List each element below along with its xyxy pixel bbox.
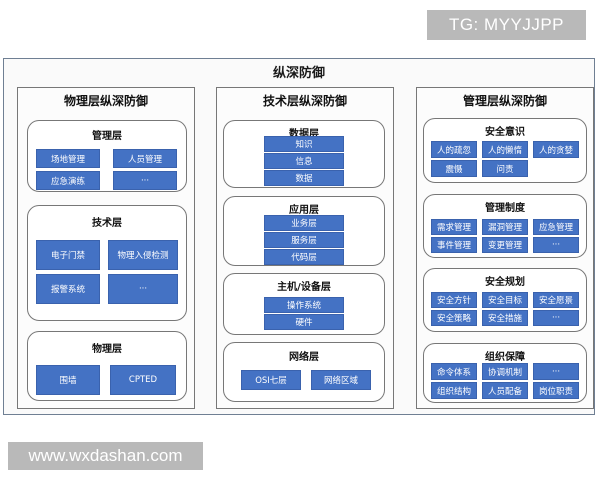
- cell-ellipsis: ···: [113, 171, 177, 190]
- group-title: 主机/设备层: [277, 282, 331, 293]
- cell-ellipsis: ···: [108, 274, 178, 304]
- column-title: 管理层纵深防御: [462, 94, 547, 108]
- cell-osi-seven-layers: OSI七层: [241, 370, 301, 390]
- cell-security-policy: 安全方针: [431, 292, 477, 308]
- group-host-device-layer: 主机/设备层 操作系统 硬件: [223, 273, 385, 335]
- group-title: 管理制度: [485, 203, 525, 214]
- cell-business-layer: 业务层: [264, 215, 344, 231]
- cell-wall: 围墙: [36, 365, 100, 395]
- column-management: 管理层纵深防御 安全意识 人的疏忽 人的懒惰 人的贪婪 震慑 问责 管理制度 需…: [416, 87, 594, 409]
- group-network-layer: 网络层 OSI七层 网络区域: [223, 342, 385, 402]
- cell-service-layer: 服务层: [264, 232, 344, 248]
- cell-alarm-system: 报警系统: [36, 274, 100, 304]
- cell-ellipsis: ···: [533, 310, 579, 326]
- cell-human-laziness: 人的懒惰: [482, 141, 528, 158]
- column-technical: 技术层纵深防御 数据层 知识 信息 数据 应用层 业务层 服务层 代码层 主机/…: [216, 87, 394, 409]
- cell-knowledge: 知识: [264, 136, 344, 152]
- cell-network-zones: 网络区域: [311, 370, 371, 390]
- group-title: 应用层: [289, 205, 319, 216]
- cell-security-strategy: 安全策略: [431, 310, 477, 326]
- group-title: 网络层: [289, 352, 319, 363]
- cell-personnel-management: 人员管理: [113, 149, 177, 168]
- cell-security-vision: 安全愿景: [533, 292, 579, 308]
- cell-change-management: 变更管理: [482, 237, 528, 253]
- cell-incident-management: 事件管理: [431, 237, 477, 253]
- cell-command-system: 命令体系: [431, 363, 477, 380]
- column-physical: 物理层纵深防御 管理层 场地管理 人员管理 应急演练 ··· 技术层 电子门禁 …: [17, 87, 195, 409]
- group-title: 安全规划: [485, 277, 525, 288]
- cell-code-layer: 代码层: [264, 249, 344, 265]
- cell-human-greed: 人的贪婪: [533, 141, 579, 158]
- cell-access-control: 电子门禁: [36, 240, 100, 270]
- cell-human-negligence: 人的疏忽: [431, 141, 477, 158]
- cell-hardware: 硬件: [264, 314, 344, 330]
- cell-data: 数据: [264, 170, 344, 186]
- cell-accountability: 问责: [482, 160, 528, 177]
- diagram-title: 纵深防御: [272, 66, 325, 81]
- cell-cpted: CPTED: [110, 365, 176, 395]
- cell-security-objectives: 安全目标: [482, 292, 528, 308]
- group-physical: 物理层 围墙 CPTED: [27, 331, 187, 401]
- column-title: 技术层纵深防御: [262, 94, 347, 108]
- cell-requirements-management: 需求管理: [431, 219, 477, 235]
- cell-job-responsibilities: 岗位职责: [533, 382, 579, 399]
- group-organizational-support: 组织保障 命令体系 协调机制 ··· 组织结构 人员配备 岗位职责: [423, 343, 587, 403]
- cell-deterrence: 震慑: [431, 160, 477, 177]
- cell-emergency-management: 应急管理: [533, 219, 579, 235]
- group-application-layer: 应用层 业务层 服务层 代码层: [223, 196, 385, 266]
- group-technical: 技术层 电子门禁 物理入侵检测 报警系统 ···: [27, 205, 187, 321]
- group-management: 管理层 场地管理 人员管理 应急演练 ···: [27, 120, 187, 192]
- cell-ellipsis: ···: [533, 363, 579, 380]
- cell-organizational-structure: 组织结构: [431, 382, 477, 399]
- cell-ellipsis: ···: [533, 237, 579, 253]
- group-security-awareness: 安全意识 人的疏忽 人的懒惰 人的贪婪 震慑 问责: [423, 118, 587, 183]
- column-title: 物理层纵深防御: [63, 94, 148, 108]
- cell-site-management: 场地管理: [36, 149, 100, 168]
- cell-security-measures: 安全措施: [482, 310, 528, 326]
- group-title: 数据层: [289, 129, 319, 140]
- group-title: 安全意识: [485, 127, 525, 138]
- cell-vulnerability-management: 漏洞管理: [482, 219, 528, 235]
- group-data-layer: 数据层 知识 信息 数据: [223, 120, 385, 188]
- watermark-top: TG: MYYJJPP: [427, 10, 586, 40]
- watermark-bottom: www.wxdashan.com: [8, 442, 203, 470]
- cell-staffing: 人员配备: [482, 382, 528, 399]
- group-title: 管理层: [92, 131, 122, 142]
- cell-emergency-drill: 应急演练: [36, 171, 100, 190]
- group-management-system: 管理制度 需求管理 漏洞管理 应急管理 事件管理 变更管理 ···: [423, 194, 587, 258]
- cell-operating-system: 操作系统: [264, 297, 344, 313]
- cell-intrusion-detection: 物理入侵检测: [108, 240, 178, 270]
- cell-coordination-mechanism: 协调机制: [482, 363, 528, 380]
- group-title: 组织保障: [485, 352, 525, 363]
- group-security-planning: 安全规划 安全方针 安全目标 安全愿景 安全策略 安全措施 ···: [423, 268, 587, 332]
- cell-information: 信息: [264, 153, 344, 169]
- group-title: 物理层: [92, 344, 122, 355]
- group-title: 技术层: [92, 218, 122, 229]
